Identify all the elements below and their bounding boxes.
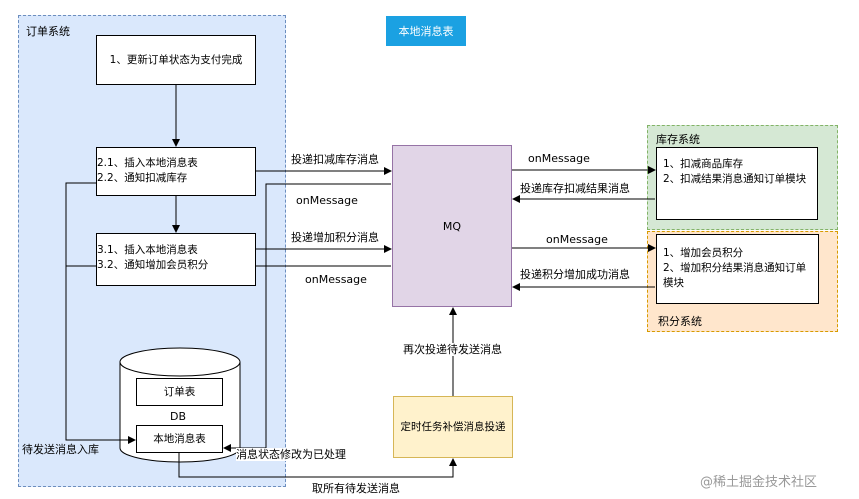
inventory-box: 1、扣减商品库存 2、扣减结果消息通知订单模块	[656, 147, 818, 220]
label-redeliver: 再次投递待发送消息	[403, 343, 502, 356]
label-deliver-inv-result: 投递库存扣减结果消息	[520, 182, 630, 195]
order-table-box: 订单表	[136, 378, 223, 406]
label-status-processed: 消息状态修改为已处理	[236, 448, 346, 461]
step3-line1: 3.1、插入本地消息表	[97, 244, 198, 256]
scheduler-box: 定时任务补偿消息投递	[393, 396, 513, 458]
step2-line2: 2.2、通知扣减库存	[97, 172, 188, 184]
step2-box: 2.1、插入本地消息表 2.2、通知扣减库存	[96, 147, 256, 196]
label-deliver-deduct: 投递扣减库存消息	[291, 153, 379, 166]
label-onmessage-2: onMessage	[305, 273, 367, 286]
label-onmessage-inv: onMessage	[528, 152, 590, 165]
order-system-label: 订单系统	[26, 25, 70, 38]
diagram-title: 本地消息表	[386, 16, 466, 46]
label-pending-to-store: 待发送消息入库	[22, 443, 99, 456]
label-fetch-pending: 取所有待发送消息	[312, 482, 400, 495]
points-box: 1、增加会员积分 2、增加积分结果消息通知订单模块	[656, 234, 819, 304]
step2-line1: 2.1、插入本地消息表	[97, 157, 198, 169]
mq-text: MQ	[442, 219, 462, 233]
points-line1: 1、增加会员积分	[663, 247, 744, 259]
local-msg-table-text: 本地消息表	[153, 432, 206, 445]
label-onmessage-pts: onMessage	[546, 233, 608, 246]
mq-box: MQ	[392, 145, 512, 307]
step3-line2: 3.2、通知增加会员积分	[97, 259, 209, 271]
local-msg-table-box: 本地消息表	[136, 425, 223, 453]
scheduler-text: 定时任务补偿消息投递	[400, 420, 506, 433]
inventory-line1: 1、扣减商品库存	[663, 158, 744, 170]
step3-box: 3.1、插入本地消息表 3.2、通知增加会员积分	[96, 233, 256, 286]
inventory-line2: 2、扣减结果消息通知订单模块	[663, 173, 807, 185]
points-system-label: 积分系统	[658, 315, 702, 328]
label-onmessage-1: onMessage	[296, 194, 358, 207]
edge-onmessage-1	[223, 183, 391, 452]
step1-text: 1、更新订单状态为支付完成	[109, 53, 243, 66]
inventory-system-label: 库存系统	[656, 133, 700, 146]
edge-fetch-pending	[178, 453, 457, 478]
watermark: @稀土掘金技术社区	[700, 475, 818, 490]
points-line2: 2、增加积分结果消息通知订单模块	[663, 262, 807, 289]
label-deliver-points: 投递增加积分消息	[291, 231, 379, 244]
db-label: DB	[170, 410, 187, 423]
label-deliver-pts-result: 投递积分增加成功消息	[520, 268, 630, 281]
edge-pending-store-a	[65, 182, 136, 444]
order-table-text: 订单表	[163, 385, 196, 398]
step1-box: 1、更新订单状态为支付完成	[96, 35, 256, 85]
